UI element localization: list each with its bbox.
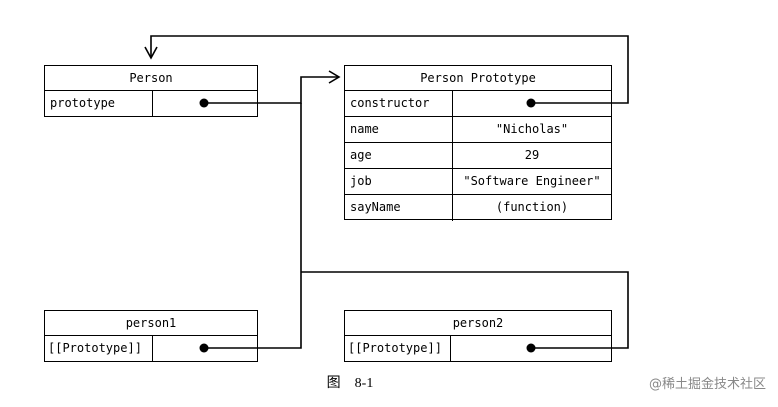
prototype-row-constructor: constructor bbox=[345, 91, 611, 117]
person1-title: person1 bbox=[45, 311, 257, 336]
figure-caption: 图 8-1 bbox=[326, 376, 374, 391]
prototype-row-sayname: sayName (function) bbox=[345, 195, 611, 221]
prototype-key-constructor: constructor bbox=[345, 91, 453, 116]
prototype-value-job: "Software Engineer" bbox=[463, 174, 601, 188]
person-prototype-row: prototype bbox=[45, 91, 257, 117]
prototype-key-sayname: sayName bbox=[345, 195, 453, 221]
person2-title: person2 bbox=[345, 311, 611, 336]
person1-prototype-key: [[Prototype]] bbox=[45, 336, 153, 362]
person1-box: person1 [[Prototype]] bbox=[44, 310, 258, 362]
person2-prototype-value bbox=[451, 336, 611, 362]
prototype-key-job: job bbox=[345, 169, 453, 194]
person-prototype-value bbox=[153, 91, 257, 117]
prototype-value-sayname: (function) bbox=[495, 200, 569, 214]
person-to-prototype-arrowhead bbox=[328, 70, 341, 84]
prototype-value-name: "Nicholas" bbox=[495, 122, 569, 136]
prototype-row-age: age 29 bbox=[345, 143, 611, 169]
person2-prototype-row: [[Prototype]] bbox=[345, 336, 611, 362]
person-box: Person prototype bbox=[44, 65, 258, 117]
prototype-value-age: 29 bbox=[524, 148, 540, 162]
prototype-row-job: job "Software Engineer" bbox=[345, 169, 611, 195]
constructor-to-person-arrowhead bbox=[144, 46, 158, 60]
person-title: Person bbox=[45, 66, 257, 91]
watermark: @稀土掘金技术社区 bbox=[648, 377, 766, 392]
prototype-value-constructor bbox=[453, 91, 611, 116]
person1-prototype-value bbox=[153, 336, 257, 362]
person-prototype-box: Person Prototype constructor name "Nicho… bbox=[344, 65, 612, 221]
prototype-key-name: name bbox=[345, 117, 453, 142]
person2-box: person2 [[Prototype]] bbox=[344, 310, 612, 362]
person1-prototype-row: [[Prototype]] bbox=[45, 336, 257, 362]
prototype-key-age: age bbox=[345, 143, 453, 168]
prototype-row-name: name "Nicholas" bbox=[345, 117, 611, 143]
person-prototype-key: prototype bbox=[45, 91, 153, 117]
person2-prototype-key: [[Prototype]] bbox=[345, 336, 451, 362]
person-prototype-title: Person Prototype bbox=[345, 66, 611, 91]
